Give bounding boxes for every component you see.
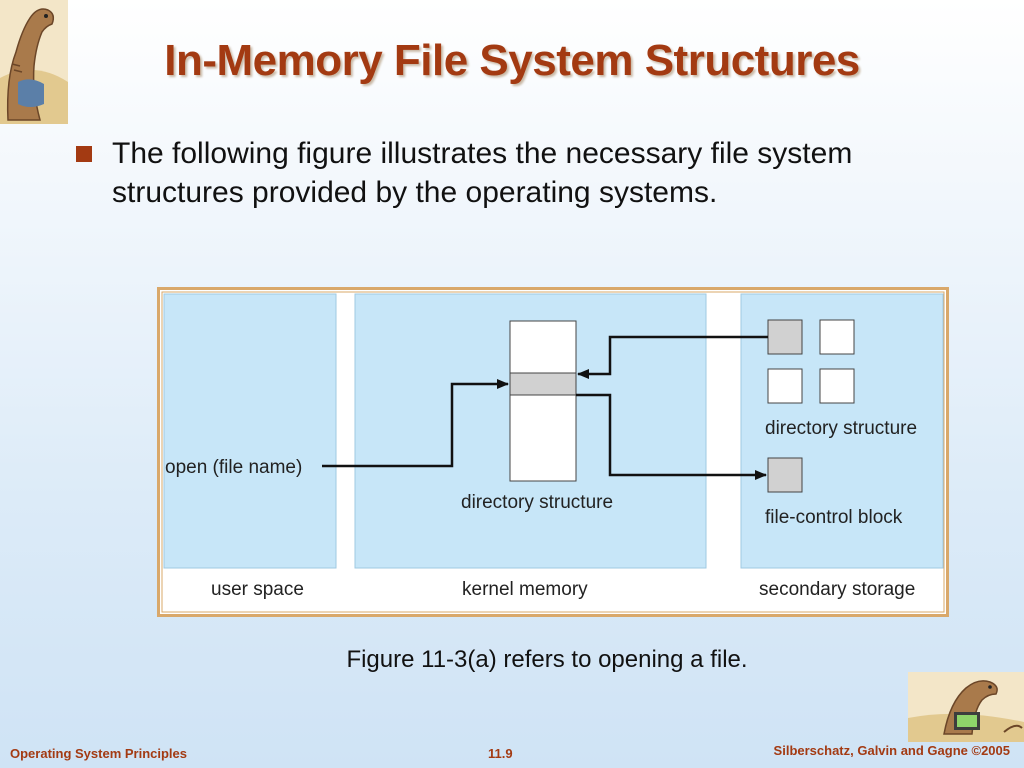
- kernel-directory-table: [509, 320, 577, 482]
- disk-directory-label: directory structure: [765, 418, 917, 439]
- footer-copyright: Silberschatz, Galvin and Gagne ©2005: [773, 743, 1010, 758]
- open-call-arrow: [322, 379, 509, 468]
- bullet-item: The following figure illustrates the nec…: [76, 134, 976, 212]
- figure-caption: Figure 11-3(a) refers to opening a file.: [346, 646, 748, 673]
- kernel-memory-label: kernel memory: [462, 579, 588, 600]
- file-system-figure: open (file name) directory structure dir…: [157, 287, 949, 617]
- fcb-read-arrow: [576, 393, 767, 480]
- slide-title: In-Memory File System Structures: [164, 36, 860, 85]
- fcb-label: file-control block: [765, 507, 903, 528]
- file-control-block: [767, 457, 803, 493]
- kernel-directory-entry: [509, 372, 577, 396]
- disk-directory-block: [767, 368, 803, 404]
- disk-directory-block-active: [767, 319, 803, 355]
- open-call-label: open (file name): [165, 457, 302, 478]
- footer-page-number: 11.9: [488, 746, 513, 761]
- kernel-directory-label: directory structure: [461, 492, 613, 513]
- user-space-panel: [163, 293, 337, 569]
- user-space-label: user space: [211, 579, 304, 600]
- disk-directory-block: [819, 368, 855, 404]
- dinosaur-laptop-logo-icon: [908, 672, 1024, 742]
- secondary-storage-label: secondary storage: [759, 579, 915, 600]
- directory-read-arrow: [577, 335, 768, 379]
- square-bullet-icon: [76, 146, 92, 162]
- disk-directory-block: [819, 319, 855, 355]
- bullet-text: The following figure illustrates the nec…: [112, 137, 853, 209]
- footer-course-title: Operating System Principles: [10, 746, 188, 761]
- dinosaur-logo-icon: [0, 0, 68, 124]
